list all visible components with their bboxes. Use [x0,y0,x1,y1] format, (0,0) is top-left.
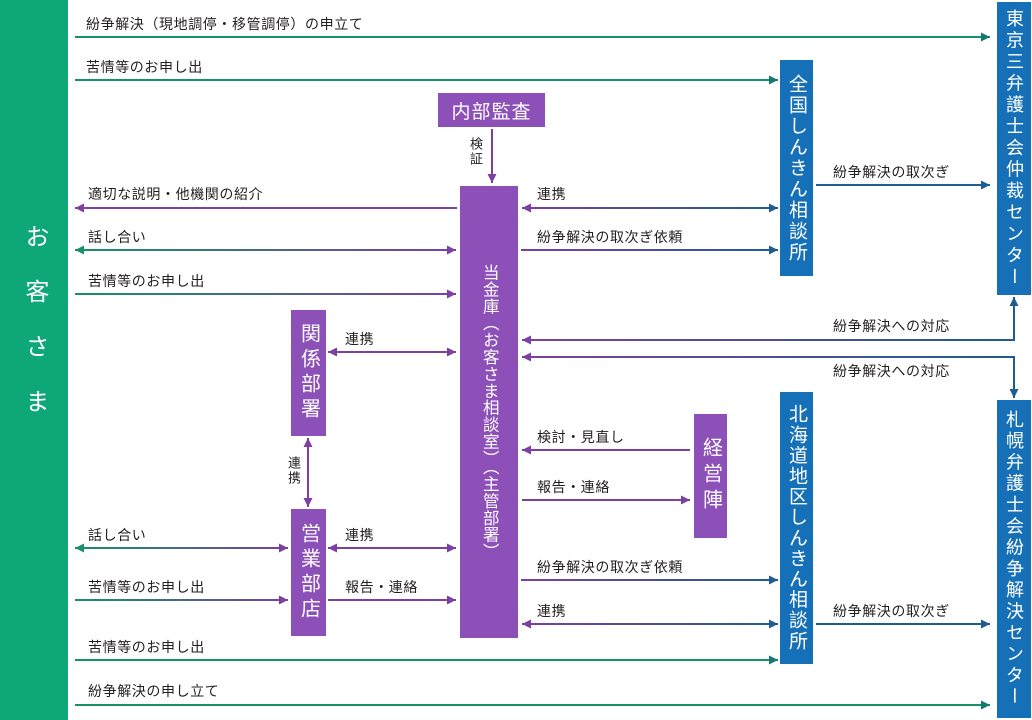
management-label: 経営陣 [699,437,722,515]
label-report-management: 報告・連絡 [537,479,610,495]
label-explanation-referral: 適切な説明・他機関の紹介 [88,186,264,202]
label-forward-request-hokkaido: 紛争解決の取次ぎ依頼 [537,559,683,575]
label-complaint-to-bank: 苦情等のお申し出 [88,273,205,289]
national-shinkin-center-label: 全国しんきん相談所 [786,73,807,263]
national-shinkin-center-box: 全国しんきん相談所 [780,60,813,276]
label-response-sapporo: 紛争解決への対応 [833,363,950,379]
label-dispute-filing-sapporo: 紛争解決の申し立て [88,683,220,699]
hokkaido-shinkin-center-label: 北海道地区しんきん相談所 [786,404,807,652]
label-discussion-branch: 話し合い [88,527,147,543]
label-cooperation-branch-bank: 連携 [345,527,375,543]
tokyo-arbitration-center-box: 東京三弁護士会仲裁センター [997,2,1031,295]
label-forward-to-sapporo: 紛争解決の取次ぎ [833,603,950,619]
label-cooperation-related: 連携 [345,331,375,347]
related-departments-box: 関係部署 [291,310,326,436]
label-dispute-filing-tokyo: 紛争解決（現地調停・移管調停）の申立て [86,16,364,32]
label-verification: 検証 [468,137,483,167]
customer-label: お客さま [21,224,48,444]
label-discussion-bank: 話し合い [88,229,147,245]
bank-label: 当金庫（お客さま相談室）（主管部署） [480,264,499,560]
sapporo-dispute-center-box: 札幌弁護士会紛争解決センター [997,400,1031,718]
internal-audit-label: 内部監査 [451,101,532,123]
internal-audit-box: 内部監査 [438,93,545,127]
label-complaint-to-national: 苦情等のお申し出 [86,59,203,75]
management-box: 経営陣 [694,414,727,538]
label-complaint-to-hokkaido: 苦情等のお申し出 [88,639,205,655]
related-departments-label: 関係部署 [297,323,320,423]
branches-box: 営業部店 [291,509,326,636]
label-cooperation-hokkaido: 連携 [537,603,567,619]
label-forward-to-tokyo: 紛争解決の取次ぎ [833,164,950,180]
tokyo-arbitration-center-label: 東京三弁護士会仲裁センター [1004,8,1024,289]
label-cooperation-national: 連携 [537,186,567,202]
label-cooperation-related-branch: 連携 [286,456,301,486]
label-review: 検討・見直し [537,429,625,445]
sapporo-dispute-center-label: 札幌弁護士会紛争解決センター [1004,409,1024,709]
label-complaint-to-branch: 苦情等のお申し出 [88,579,205,595]
hokkaido-shinkin-center-box: 北海道地区しんきん相談所 [780,392,813,664]
arrow-response-tokyo [522,297,1019,345]
label-forward-request-national: 紛争解決の取次ぎ依頼 [537,229,683,245]
branches-label: 営業部店 [297,522,320,623]
customer-box: お客さま [0,0,68,720]
arrow-response-sapporo [522,352,1019,398]
label-response-tokyo: 紛争解決への対応 [833,318,950,334]
label-report-branch: 報告・連絡 [345,579,418,595]
bank-box: 当金庫（お客さま相談室）（主管部署） [460,186,518,638]
